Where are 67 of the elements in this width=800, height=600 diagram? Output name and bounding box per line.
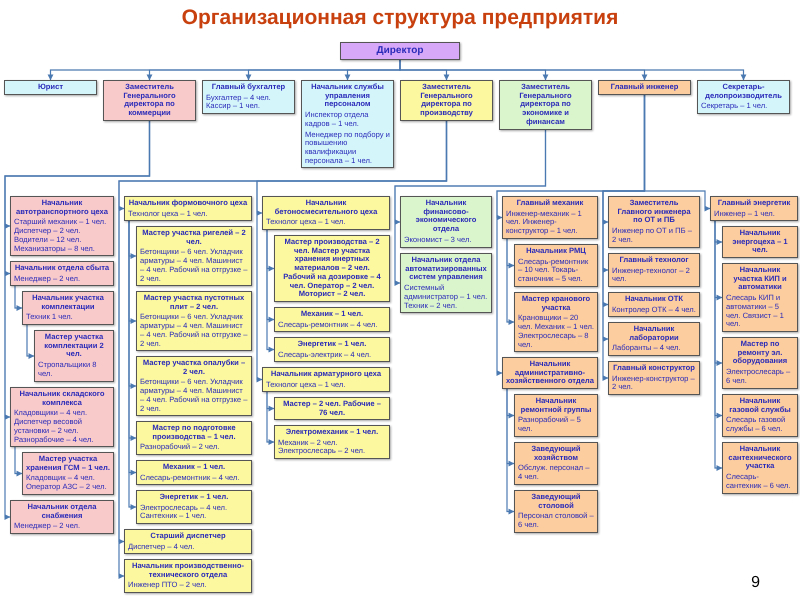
position-box bbox=[10, 387, 114, 448]
position-box bbox=[722, 263, 798, 332]
position-box bbox=[608, 253, 700, 288]
position-box bbox=[103, 80, 196, 121]
connector-arrow bbox=[506, 389, 514, 514]
connector-arrow bbox=[714, 221, 722, 471]
connector-arrow bbox=[394, 130, 546, 286]
position-box bbox=[10, 500, 114, 534]
position-box bbox=[202, 80, 295, 114]
position-box bbox=[262, 196, 390, 230]
position-box bbox=[608, 196, 700, 248]
position-box bbox=[722, 442, 798, 494]
position-box bbox=[400, 196, 492, 248]
position-box bbox=[697, 80, 790, 114]
position-box bbox=[400, 253, 492, 314]
position-box bbox=[10, 196, 114, 256]
position-box bbox=[136, 226, 252, 286]
position-box bbox=[22, 291, 114, 326]
position-box bbox=[400, 80, 493, 121]
position-box bbox=[274, 425, 390, 460]
position-box bbox=[136, 291, 252, 352]
position-box bbox=[136, 356, 252, 416]
connector-arrow bbox=[399, 60, 746, 80]
position-box bbox=[598, 80, 691, 95]
connector-arrow bbox=[266, 230, 274, 352]
position-box bbox=[124, 559, 252, 594]
position-box bbox=[124, 196, 252, 222]
page-number: 9 bbox=[751, 574, 760, 592]
position-box bbox=[136, 460, 252, 486]
position-box bbox=[514, 490, 598, 533]
position-box bbox=[514, 442, 598, 485]
position-box bbox=[301, 80, 394, 168]
position-box bbox=[4, 80, 97, 95]
connector-arrow bbox=[14, 286, 22, 311]
connector-arrow bbox=[256, 121, 448, 382]
position-box bbox=[22, 452, 114, 495]
connector-arrow bbox=[266, 392, 274, 445]
position-box bbox=[34, 330, 114, 382]
position-box bbox=[608, 361, 700, 396]
connector-arrow bbox=[506, 239, 514, 325]
position-box bbox=[502, 196, 598, 239]
position-box bbox=[274, 397, 390, 420]
position-box bbox=[608, 292, 700, 318]
position-box bbox=[514, 244, 598, 287]
position-box bbox=[274, 337, 390, 362]
position-box bbox=[608, 322, 700, 356]
position-box bbox=[274, 235, 390, 302]
position-box bbox=[124, 529, 252, 554]
connector-arrow bbox=[4, 121, 150, 520]
connector-arrow bbox=[14, 447, 22, 476]
position-box bbox=[262, 367, 390, 392]
position-box bbox=[514, 394, 598, 437]
position-box bbox=[340, 42, 460, 60]
position-title: Директор bbox=[376, 45, 424, 56]
position-box bbox=[136, 490, 252, 524]
position-box bbox=[710, 196, 798, 222]
position-box bbox=[499, 80, 592, 130]
position-box bbox=[514, 292, 598, 352]
position-box bbox=[136, 421, 252, 456]
chart-title: Организационная структура предприятия bbox=[180, 6, 620, 30]
position-box bbox=[722, 337, 798, 389]
connector-arrow bbox=[644, 95, 710, 212]
position-box bbox=[10, 261, 114, 286]
connector-arrow bbox=[26, 325, 34, 359]
position-box bbox=[274, 307, 390, 332]
position-box bbox=[722, 226, 798, 258]
position-box bbox=[722, 394, 798, 437]
